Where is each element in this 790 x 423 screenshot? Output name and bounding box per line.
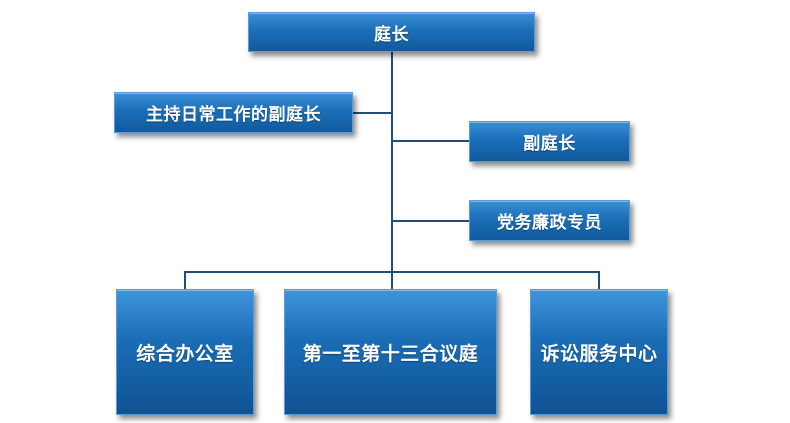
department-label-service: 诉讼服务中心 xyxy=(540,342,658,365)
party-official-label: 党务廉政专员 xyxy=(497,213,602,233)
deputy-box: 副庭长 xyxy=(469,121,630,162)
deputy-label: 副庭长 xyxy=(523,134,576,154)
head-label: 庭长 xyxy=(374,24,409,45)
department-box-service: 诉讼服务中心 xyxy=(530,289,668,415)
head-box: 庭长 xyxy=(248,12,535,52)
department-box-office: 综合办公室 xyxy=(116,289,254,415)
department-label-office: 综合办公室 xyxy=(136,342,234,365)
executive-deputy-label: 主持日常工作的副庭长 xyxy=(146,105,321,125)
party-official-box: 党务廉政专员 xyxy=(469,200,630,241)
department-label-courts: 第一至第十三合议庭 xyxy=(302,342,479,365)
executive-deputy-box: 主持日常工作的副庭长 xyxy=(114,92,353,133)
department-box-courts: 第一至第十三合议庭 xyxy=(284,289,497,415)
